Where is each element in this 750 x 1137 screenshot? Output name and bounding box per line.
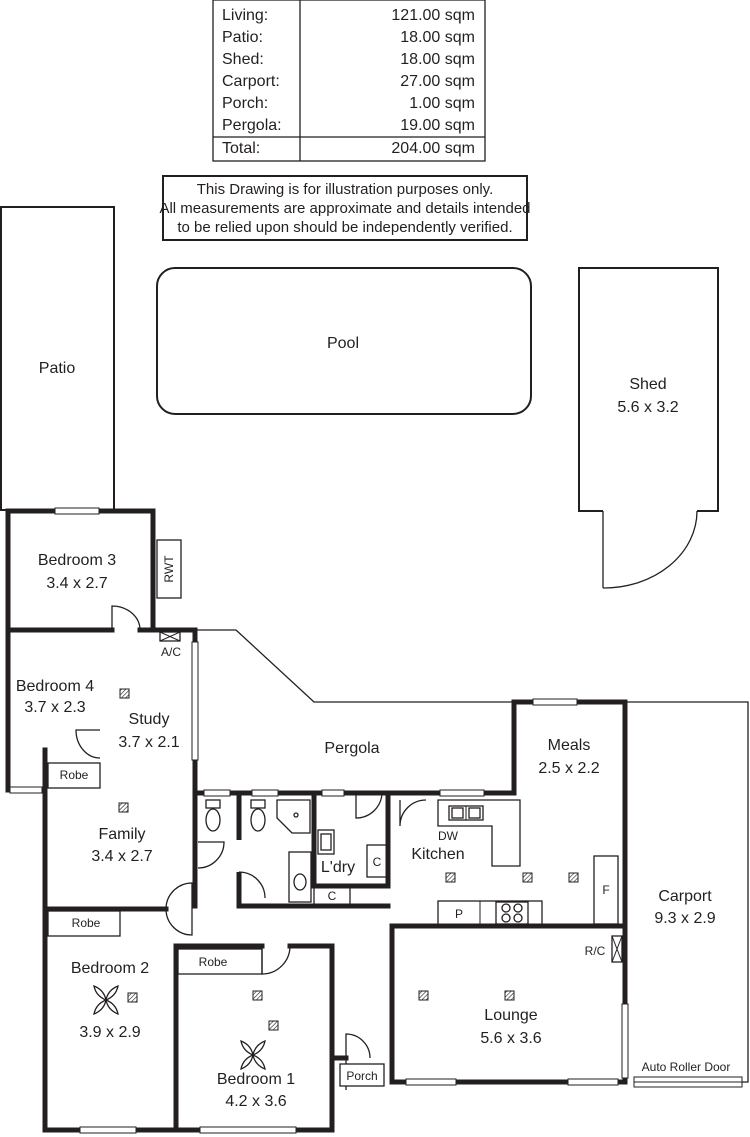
ceiling-fan-icon (240, 1039, 266, 1071)
meals-label: Meals (548, 737, 591, 754)
room-labels: Bedroom 3 3.4 x 2.7 Bedroom 4 3.7 x 2.3 … (16, 552, 600, 1110)
area-row-label: Pergola: (222, 117, 282, 134)
laundry-label: L'dry (321, 859, 355, 876)
lounge-label: Lounge (484, 1007, 537, 1024)
study-size: 3.7 x 2.1 (118, 734, 179, 751)
disclaimer-line: This Drawing is for illustration purpose… (197, 181, 494, 198)
area-total-label: Total: (222, 140, 260, 157)
area-row-value: 18.00 sqm (400, 29, 475, 46)
disclaimer-line: All measurements are approximate and det… (159, 200, 530, 217)
study-label: Study (129, 711, 170, 728)
bedroom4-size: 3.7 x 2.3 (24, 699, 85, 716)
downlight-icon (418, 990, 429, 1001)
carport-label: Carport (658, 888, 712, 905)
area-row-value: 18.00 sqm (400, 51, 475, 68)
downlight-icon (118, 802, 129, 813)
area-table: Living: 121.00 sqm Patio: 18.00 sqm Shed… (212, 0, 486, 162)
patio-label: Patio (39, 360, 76, 377)
rc-label: R/C (585, 944, 606, 958)
cupboard-hall-label: C (328, 889, 337, 903)
bedroom3-label: Bedroom 3 (38, 552, 116, 569)
family-label: Family (98, 826, 145, 843)
disclaimer-line: to be relied upon should be independentl… (177, 219, 512, 236)
pool: Pool (156, 267, 532, 415)
downlight-icon (268, 1020, 279, 1031)
area-row-label: Porch: (222, 95, 268, 112)
area-row-value: 19.00 sqm (400, 117, 475, 134)
bedroom3-size: 3.4 x 2.7 (46, 575, 107, 592)
bedroom4-label: Bedroom 4 (16, 678, 94, 695)
ac-label: A/C (161, 645, 181, 659)
dw-label: DW (438, 829, 459, 843)
robe-bed2-label: Robe (72, 916, 101, 930)
downlight-icon (504, 990, 515, 1001)
kitchen-label: Kitchen (411, 846, 464, 863)
pergola-label: Pergola (324, 740, 379, 757)
carport: Auto Roller Door Carport 9.3 x 2.9 (625, 701, 749, 1088)
downlight-icon (445, 872, 456, 883)
area-row-label: Living: (222, 7, 268, 24)
disclaimer: This Drawing is for illustration purpose… (159, 175, 531, 241)
downlight-icon (522, 872, 533, 883)
robe-bed1-label: Robe (199, 955, 228, 969)
area-row-value: 121.00 sqm (391, 7, 475, 24)
bedroom1-label: Bedroom 1 (217, 1071, 295, 1088)
shed: Shed 5.6 x 3.2 (578, 267, 719, 589)
downlight-icon (252, 990, 263, 1001)
porch-label: Porch (346, 1069, 377, 1083)
lounge-size: 5.6 x 3.6 (480, 1030, 541, 1047)
bedroom2-label: Bedroom 2 (71, 960, 149, 977)
patio: Patio (0, 206, 115, 511)
area-row-value: 27.00 sqm (400, 73, 475, 90)
fridge-label: F (602, 883, 609, 897)
bedroom1-size: 4.2 x 3.6 (225, 1093, 286, 1110)
carport-size: 9.3 x 2.9 (654, 910, 715, 927)
downlight-icons (118, 688, 579, 1031)
area-row-label: Shed: (222, 51, 264, 68)
cupboard-ldry-label: C (373, 855, 382, 869)
pergola: Pergola (195, 629, 514, 757)
ceiling-fan-icon (93, 984, 119, 1016)
pool-label: Pool (327, 335, 359, 352)
area-row-label: Patio: (222, 29, 263, 46)
doors (75, 605, 427, 1059)
downlight-icon (568, 872, 579, 883)
area-total-value: 204.00 sqm (391, 140, 475, 157)
shed-label: Shed (629, 376, 666, 393)
area-row-value: 1.00 sqm (409, 95, 475, 112)
meals-size: 2.5 x 2.2 (538, 760, 599, 777)
shed-size: 5.6 x 3.2 (617, 399, 678, 416)
rwt-label: RWT (162, 555, 176, 583)
fixtures: RWT A/C Robe Robe Robe C C (47, 539, 623, 1087)
downlight-icon (119, 688, 130, 699)
pantry-label: P (455, 907, 463, 921)
family-size: 3.4 x 2.7 (91, 848, 152, 865)
robe-bed4-label: Robe (60, 768, 89, 782)
windows (9, 507, 629, 1134)
area-row-label: Carport: (222, 73, 280, 90)
bedroom2-size: 3.9 x 2.9 (79, 1024, 140, 1041)
downlight-icon (127, 992, 138, 1003)
auto-roller-door-label: Auto Roller Door (642, 1060, 731, 1074)
